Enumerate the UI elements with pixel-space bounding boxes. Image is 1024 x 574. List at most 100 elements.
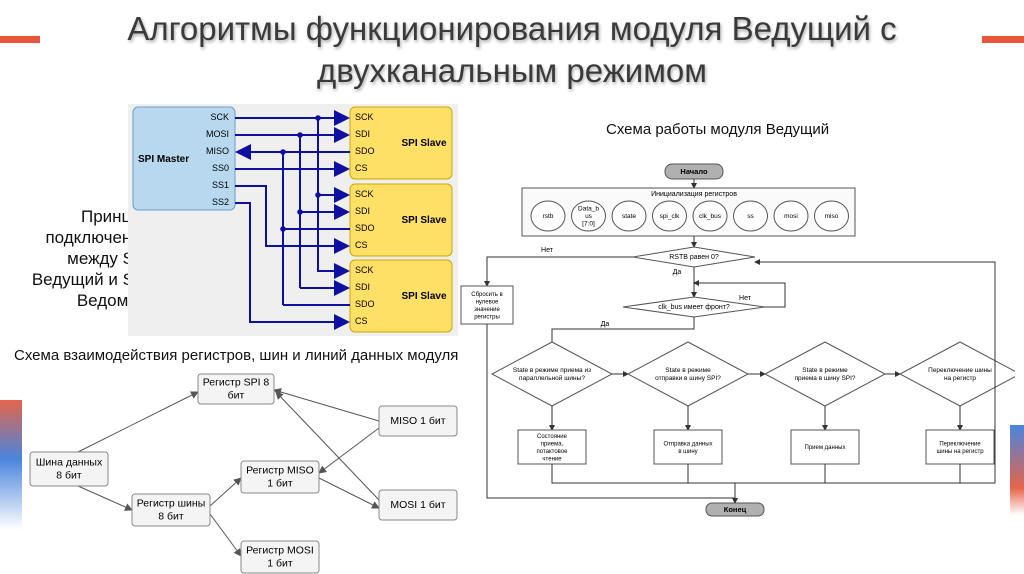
- flow-state-label-line: отправки в шину SPI?: [655, 375, 721, 382]
- slave-pin-sck: SCK: [355, 265, 374, 275]
- reg-box-miso: [378, 405, 458, 437]
- flow-link-q2-no: [693, 280, 786, 308]
- flow-init-reg-label: rstb: [543, 213, 554, 220]
- reg-label-spi-reg-line: Регистр SPI 8: [203, 376, 270, 388]
- slide-title: Алгоритмы функционирования модуля Ведущи…: [0, 8, 1024, 92]
- flow-init-reg: [611, 200, 647, 232]
- slave-pin-sck-line: SCK: [355, 265, 374, 275]
- link-miso-miso-reg: [318, 427, 380, 474]
- flow-state-label-line: параллельной шины?: [519, 374, 585, 382]
- flow-init-reg-label-line: state: [622, 213, 636, 220]
- slide-title-line1: Алгоритмы функционирования модуля Ведущи…: [127, 10, 897, 47]
- spi-master-label: SPI Master: [138, 154, 189, 165]
- spi-slave-box: [349, 259, 453, 333]
- flow-init-label: Инициализация регистров: [651, 191, 737, 198]
- slave-pin-sdo: SDO: [355, 299, 375, 309]
- flow-state-label-line: приема в шину SPI?: [794, 375, 855, 382]
- flow-reset-label-line: регистры: [474, 314, 500, 320]
- master-pin-sck: SCK: [210, 112, 229, 122]
- wire-junction: [315, 192, 321, 198]
- flow-init-reg-label-line: us: [585, 213, 593, 220]
- flow-init-reg: [733, 200, 768, 232]
- reg-label-miso: MISO 1 бит: [390, 415, 445, 427]
- reg-label-mosi-reg-line: Регистр MOSI: [246, 544, 314, 556]
- flow-q1-no-line: Нет: [541, 247, 554, 254]
- slave-pin-sdi: SDI: [355, 282, 370, 292]
- wire-junction: [315, 115, 321, 121]
- spi-wires: [235, 110, 350, 330]
- flow-state-label-line: на регистр: [944, 375, 976, 382]
- spi-slave-label-line: SPI Slave: [401, 291, 446, 302]
- flow-init-reg: [773, 200, 809, 232]
- reg-box-bus: [29, 451, 109, 487]
- flow-state-label-line: State в режиме: [802, 367, 848, 374]
- flow-init-reg-label-line: ss: [747, 213, 754, 220]
- flow-init-reg-label: clk_bus: [699, 213, 722, 220]
- flow-reset-label-line: значение: [474, 306, 500, 312]
- flow-q1-no: Нет: [541, 247, 554, 254]
- reg-label-mosi-reg-line: 1 бит: [267, 557, 293, 569]
- wire-ss2: [235, 202, 350, 330]
- reg-label-miso-reg-line: Регистр MISO: [246, 464, 314, 476]
- master-pin-ss2: SS2: [212, 197, 229, 207]
- flow-q1-label: RSTB равен 0?: [669, 254, 719, 261]
- reg-label-bus-line: Шина данных: [36, 456, 103, 468]
- reg-label-shift-reg-line: Регистр шины: [137, 497, 206, 509]
- flow-init-label-line: Инициализация регистров: [651, 191, 737, 198]
- wire-junction: [280, 149, 286, 155]
- flow-init-reg: [692, 200, 728, 232]
- flow-caption: Схема работы модуля Ведущий: [606, 121, 830, 138]
- slave-pin-sdo: SDO: [355, 146, 375, 156]
- slave-pin-sck-line: SCK: [355, 112, 374, 122]
- reg-label-mosi: MOSI 1 бит: [390, 499, 445, 511]
- spi-slave-label: SPI Slave: [401, 291, 446, 302]
- left-wave-accent: [0, 400, 22, 530]
- slave-pin-cs-line: CS: [355, 163, 368, 173]
- wire-junction: [297, 209, 303, 215]
- slave-pin-sdi-line: SDI: [355, 282, 370, 292]
- reg-box-mosi-reg: [240, 540, 320, 574]
- reg-label-miso-line: MISO 1 бит: [390, 415, 445, 427]
- slave-pin-cs: CS: [355, 240, 368, 250]
- slave-pin-cs: CS: [355, 316, 368, 326]
- slave-pin-sdo-line: SDO: [355, 299, 375, 309]
- flow-action-label: Прием данных: [805, 445, 846, 451]
- flow-q2-no-line: Нет: [739, 295, 752, 302]
- flow-q2-no: Нет: [739, 295, 752, 302]
- slave-pin-sdo-line: SDO: [355, 223, 375, 233]
- right-wave-accent: [1010, 425, 1024, 515]
- flow-state-label-line: State в режиме: [665, 367, 711, 374]
- slave-pin-cs-line: CS: [355, 240, 368, 250]
- link-miso-reg-mosi: [318, 477, 380, 509]
- slave-pin-cs-line: CS: [355, 316, 368, 326]
- slave-pin-sdi: SDI: [355, 206, 370, 216]
- spi-slave-label-line: SPI Slave: [401, 215, 446, 226]
- flow-init-reg-label: mosi: [784, 213, 798, 220]
- title-accent-right: [982, 36, 1024, 43]
- flow-init-reg-label: spi_clk: [660, 213, 681, 220]
- flow-q2-yes-line: Да: [601, 321, 610, 328]
- reg-label-mosi-line: MOSI 1 бит: [390, 499, 445, 511]
- flow-end-label-line: Конец: [724, 505, 747, 514]
- flow-init-reg: [530, 200, 566, 232]
- flow-action-label-line: Состояние: [537, 433, 568, 439]
- slave-pin-sdi-line: SDI: [355, 206, 370, 216]
- flow-action-label-line: шины на регистр: [936, 448, 984, 454]
- flow-init-reg: [652, 200, 687, 232]
- flow-init-reg-label: state: [622, 213, 636, 220]
- slave-pin-sdo: SDO: [355, 223, 375, 233]
- flow-action-box: [925, 429, 995, 465]
- flow-link-q1-no: [484, 256, 633, 287]
- slave-pin-sck: SCK: [355, 112, 374, 122]
- wire-ss1: [235, 185, 350, 254]
- slave-pin-sck-line: SCK: [355, 189, 374, 199]
